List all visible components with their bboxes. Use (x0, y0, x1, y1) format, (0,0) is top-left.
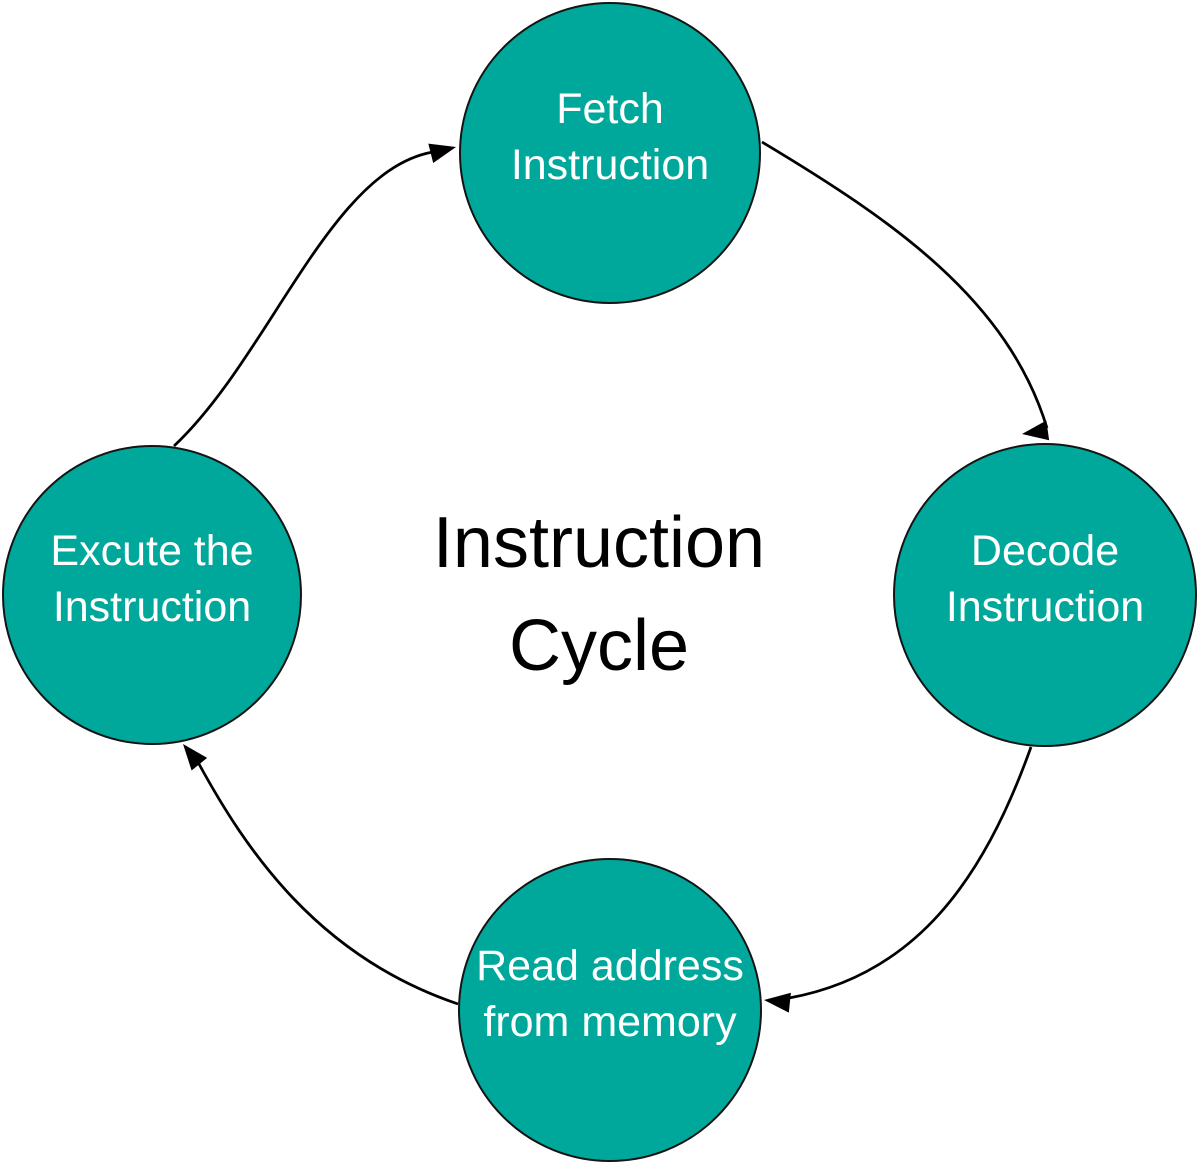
diagram-title-line1: Instruction (432, 503, 766, 583)
node-decode-instruction-label: Decode Instruction (946, 523, 1144, 635)
node-read-address-label: Read address from memory (476, 938, 744, 1050)
node-read-line1: Read address (476, 942, 744, 990)
diagram-title: Instruction Cycle (0, 492, 1198, 698)
node-execute-line1: Excute the (50, 527, 254, 575)
arrowhead-read-to-execute-icon (183, 744, 208, 771)
arc-execute-to-fetch (173, 150, 434, 448)
node-fetch-line2: Instruction (510, 141, 710, 189)
node-execute-the-instruction: Excute the Instruction (2, 445, 302, 745)
node-execute-instruction-label: Excute the Instruction (50, 523, 253, 635)
node-execute-line2: Instruction (52, 583, 252, 631)
node-read-line2: from memory (483, 998, 737, 1046)
node-decode-line1: Decode (970, 527, 1120, 575)
diagram-title-line2: Cycle (508, 606, 690, 686)
arrowhead-decode-to-read-icon (764, 992, 791, 1013)
node-fetch-line1: Fetch (556, 85, 664, 133)
arc-fetch-to-decode (761, 140, 1049, 429)
node-fetch-instruction-label: Fetch Instruction (511, 81, 709, 193)
arc-read-to-execute (197, 763, 459, 1006)
arrowhead-fetch-to-decode-icon (1022, 420, 1050, 441)
node-fetch-instruction: Fetch Instruction (459, 2, 761, 304)
node-decode-line2: Instruction (945, 583, 1145, 631)
node-read-address-from-memory: Read address from memory (458, 858, 762, 1162)
arc-decode-to-read (788, 746, 1033, 1000)
node-decode-instruction: Decode Instruction (893, 443, 1197, 747)
arrowhead-execute-to-fetch-icon (428, 143, 456, 163)
